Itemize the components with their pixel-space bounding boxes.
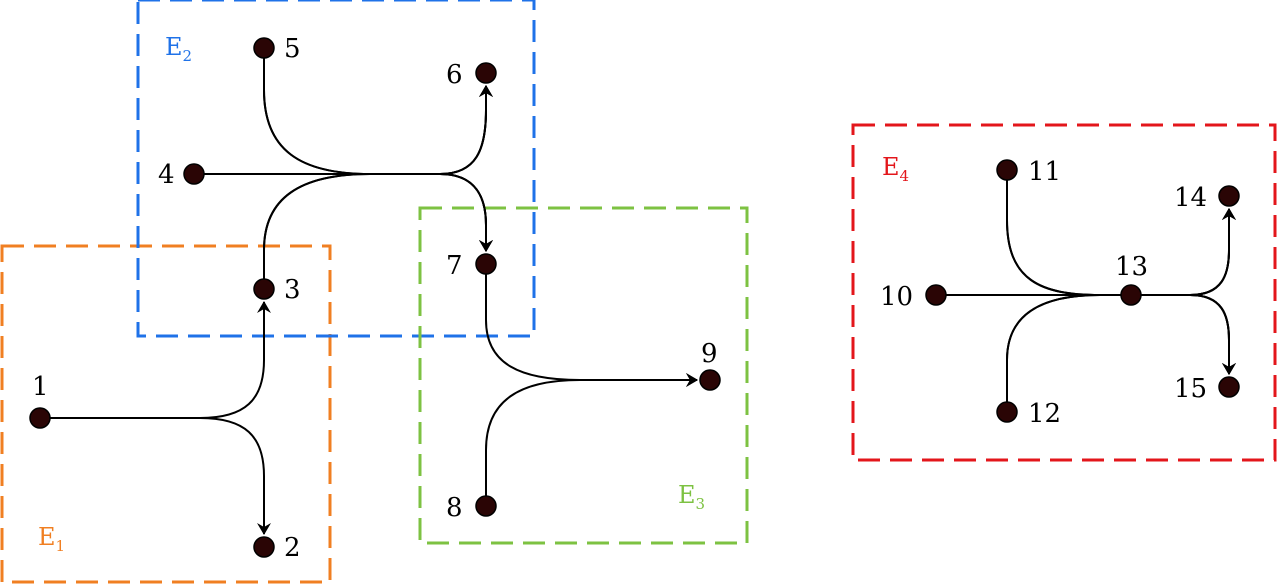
node-11 xyxy=(996,159,1018,181)
group-box-e3 xyxy=(418,206,749,545)
group-label-e3: E3 xyxy=(678,481,705,513)
group-label-e2: E2 xyxy=(165,33,192,65)
node-4 xyxy=(183,163,205,185)
node-label-13: 13 xyxy=(1115,252,1148,282)
group-box-e1 xyxy=(0,244,332,584)
node-label-14: 14 xyxy=(1174,183,1207,213)
node-12 xyxy=(996,401,1018,423)
group-label-e4: E4 xyxy=(882,153,909,185)
edge-10-to-15 xyxy=(936,294,1236,375)
node-15 xyxy=(1218,376,1240,398)
node-label-7: 7 xyxy=(446,251,463,281)
node-label-6: 6 xyxy=(446,60,463,90)
edge-8-to-9 xyxy=(485,373,698,506)
group-box-e4 xyxy=(851,123,1277,462)
node-5 xyxy=(253,37,275,59)
node-label-15: 15 xyxy=(1174,374,1207,404)
edge-1-to-3 xyxy=(40,301,271,419)
group-box-e2 xyxy=(136,0,536,338)
node-label-3: 3 xyxy=(284,275,301,305)
edge-12-to-15 xyxy=(1006,294,1236,412)
node-10 xyxy=(925,284,947,306)
node-label-4: 4 xyxy=(158,160,175,190)
node-label-5: 5 xyxy=(284,34,301,64)
group-label-e1: E1 xyxy=(38,523,65,555)
edge-1-to-2 xyxy=(40,417,271,535)
node-7 xyxy=(475,253,497,275)
edge-10-to-14 xyxy=(936,208,1236,296)
node-label-11: 11 xyxy=(1028,157,1061,187)
edge-7-to-9 xyxy=(485,264,698,387)
node-2 xyxy=(253,536,275,558)
node-9 xyxy=(699,369,721,391)
node-13 xyxy=(1120,284,1142,306)
node-label-9: 9 xyxy=(701,339,718,369)
node-14 xyxy=(1218,185,1240,207)
edge-4-to-6 xyxy=(194,85,493,175)
node-label-12: 12 xyxy=(1028,399,1061,429)
node-label-8: 8 xyxy=(446,493,463,523)
node-6 xyxy=(475,62,497,84)
node-label-2: 2 xyxy=(284,533,301,563)
node-3 xyxy=(253,278,275,300)
edge-4-to-7 xyxy=(194,173,493,252)
edge-3-to-7 xyxy=(263,173,493,289)
node-label-10: 10 xyxy=(880,282,913,312)
node-8 xyxy=(475,495,497,517)
node-label-1: 1 xyxy=(32,372,49,402)
node-1 xyxy=(29,407,51,429)
